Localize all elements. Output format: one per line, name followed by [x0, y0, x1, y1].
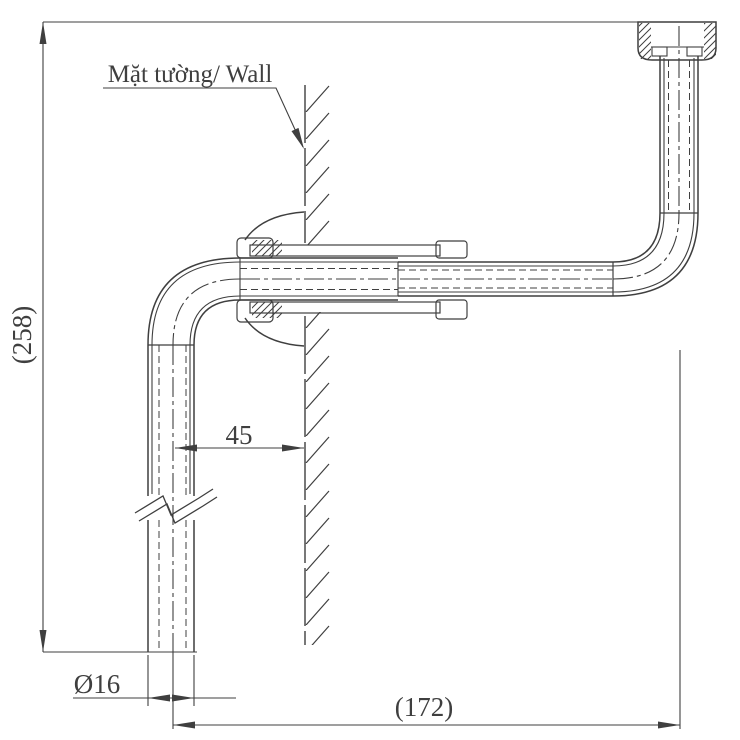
locknut-right: [435, 240, 468, 320]
dim-text-offset: 45: [226, 420, 253, 450]
dim-text-height: (258): [7, 306, 37, 364]
wall-label-leader: [103, 87, 304, 149]
arrow-down-icon: [39, 630, 47, 652]
wall-fitting-sleeve: [249, 240, 441, 318]
pipe-break-symbol: [134, 488, 218, 524]
wall-label: Mặt tường/ Wall: [108, 61, 273, 88]
vertical-pipe-upper: [659, 56, 699, 213]
leader-arrow-icon: [291, 127, 304, 149]
pipe-top-connector: [637, 21, 717, 61]
arrow-up-icon: [39, 22, 47, 44]
elbow-left: [147, 257, 241, 346]
arrow-left-icon: [148, 694, 170, 702]
arrow-right-icon: [658, 721, 680, 729]
drawing-root: Mặt tường/ Wall (258) 45 Ø16 (172): [7, 21, 717, 729]
dim-pipe-diameter: [73, 655, 236, 706]
dim-text-diameter: Ø16: [74, 669, 121, 699]
vertical-pipe-lower: [147, 345, 195, 652]
pipe-centerline: [172, 26, 680, 652]
wall-hatching: [305, 85, 338, 645]
dim-wall-offset: [175, 444, 304, 452]
extension-lines: [172, 350, 681, 729]
arrow-right-icon: [172, 694, 194, 702]
annotation-texts: Mặt tường/ Wall (258) 45 Ø16 (172): [7, 61, 453, 722]
arrow-right-icon: [282, 444, 304, 452]
dim-overall-height: [39, 21, 640, 653]
arrow-left-icon: [175, 444, 197, 452]
arrow-left-icon: [173, 721, 195, 729]
dim-text-width: (172): [395, 692, 453, 722]
dim-overall-width: [173, 721, 680, 729]
horizontal-pipe-right: [397, 261, 613, 297]
elbow-right: [612, 212, 699, 297]
